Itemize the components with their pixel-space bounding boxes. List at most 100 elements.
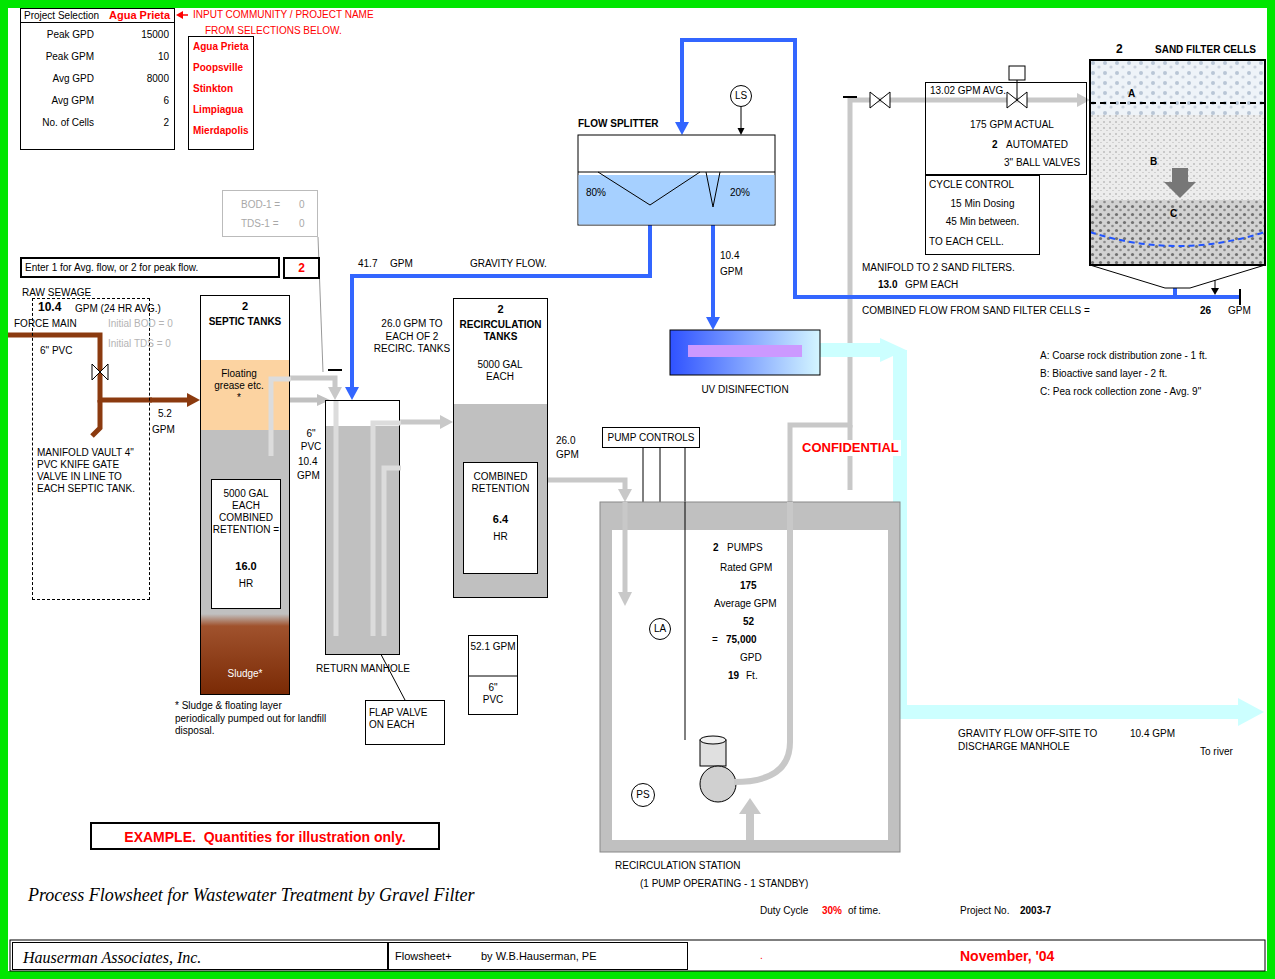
- drawing-part: [578, 135, 775, 225]
- node-text: 15 Min Dosing: [926, 198, 1039, 210]
- drawing-part: [1211, 288, 1219, 295]
- annotation-label: 10.4: [720, 250, 739, 263]
- node-text: 2: [99, 117, 169, 129]
- node-text: 2: [285, 261, 318, 275]
- drawing-part: [598, 172, 700, 205]
- drawing-part: [623, 502, 628, 594]
- company-cell: Hauserman Associates, Inc.: [12, 942, 388, 970]
- node-text: 19: [728, 670, 739, 682]
- node-text: 6: [99, 95, 169, 107]
- drawing-part: [290, 398, 318, 403]
- arrow-head: [737, 128, 744, 135]
- sensor-circle: LA: [649, 618, 671, 640]
- node-text: TO EACH CELL.: [929, 236, 1004, 248]
- pipe-connector: [381, 655, 405, 700]
- drawing-part: [92, 400, 100, 436]
- sand-filter: 2SAND FILTER CELLSABC: [1090, 60, 1265, 265]
- node-text: Sludge*: [201, 668, 289, 680]
- node-text: FLOW SPLITTER: [578, 118, 659, 130]
- node-text: TDS-1 =: [241, 218, 279, 230]
- node-text: 52.1 GPM: [470, 641, 516, 653]
- input-value: 2: [283, 257, 320, 279]
- node-text: HR: [212, 578, 280, 590]
- drawing-part: [1239, 289, 1241, 305]
- annotation-label: of time.: [848, 905, 881, 918]
- node-text: 0: [299, 218, 305, 230]
- annotation-label: To river: [1200, 746, 1233, 759]
- arrow-head: [440, 415, 453, 429]
- node-text: 175: [740, 580, 757, 592]
- pipe-line: [381, 655, 405, 700]
- node-text: RECIRCULATION TANKS: [454, 319, 547, 343]
- annotation-label: 2003-7: [1020, 905, 1051, 918]
- node-text: LA: [650, 623, 670, 635]
- node-text: CYCLE CONTROL: [929, 179, 1014, 191]
- annotation-label: GPM: [390, 258, 413, 271]
- node-text: 2: [1116, 42, 1123, 56]
- drawing-part: [326, 401, 399, 654]
- annotation-label: 6" PVC: [40, 345, 72, 358]
- pipe-line: [790, 100, 1080, 502]
- node-text: PUMP CONTROLS: [603, 432, 699, 444]
- drawing-part: [739, 798, 761, 814]
- annotation-label: GPM EACH: [905, 279, 958, 292]
- node-text: 5000 GAL EACH COMBINED RETENTION =: [212, 488, 280, 536]
- author-cell: Flowsheet+by W.B.Hauserman, PE: [388, 942, 688, 970]
- drawing-part: [688, 345, 802, 357]
- drawing-part: [1009, 66, 1025, 80]
- drawing-part: [1090, 200, 1265, 265]
- annotation-label: B: Bioactive sand layer - 2 ft.: [1040, 368, 1167, 381]
- drawing-part: [1090, 60, 1265, 265]
- node-text: Limpiagua: [193, 104, 243, 116]
- node-text: Flowsheet+: [395, 950, 452, 963]
- drawing-part: [271, 379, 291, 456]
- input-prompt: Enter 1 for Avg. flow, or 2 for peak flo…: [20, 257, 280, 278]
- drawing-part: [1090, 115, 1265, 200]
- drawing-part: [746, 814, 754, 840]
- node-text: HR: [464, 531, 537, 543]
- drawing-part: [1090, 60, 1265, 265]
- project-table: Peak GPD15000Peak GPM10Avg GPD8000Avg GP…: [20, 22, 175, 150]
- pipe-line: [290, 378, 335, 390]
- annotation-label: GPM: [556, 449, 579, 462]
- node-text: Agua Prieta: [109, 9, 170, 22]
- drawing-part: [706, 172, 720, 207]
- pipe-line: [150, 398, 190, 403]
- node-text: Average GPM: [714, 598, 777, 610]
- node-text: LS: [731, 90, 751, 102]
- node-text: 80%: [586, 187, 606, 199]
- node-text: B: [1150, 156, 1157, 168]
- node-text: 45 Min between.: [926, 216, 1039, 228]
- recirculation-station: 2PUMPSRated GPM175Average GPM52=75,000GP…: [600, 502, 900, 852]
- annotation-label: (1 PUMP OPERATING - 1 STANDBY): [640, 878, 808, 891]
- annotation-label: A: Coarse rock distribution zone - 1 ft.: [1040, 350, 1207, 363]
- node-text: RETURN MANHOLE: [313, 663, 413, 675]
- arrow-head: [618, 489, 632, 502]
- node-text: 6" PVC: [478, 682, 508, 706]
- drawing-part: [92, 364, 108, 380]
- annotation-label: GPM (24 HR AVG.): [75, 303, 161, 316]
- drawing-part: [612, 530, 888, 840]
- node-text: 2: [454, 303, 547, 316]
- drawing-part: [670, 330, 820, 375]
- node-text: 13.02 GPM AVG.: [930, 85, 1006, 97]
- drawing-part: [880, 338, 906, 362]
- node-text: 175 GPM ACTUAL: [970, 119, 1054, 131]
- pipe-info-box: 52.1 GPM 6" PVC: [468, 635, 518, 715]
- arrow-head: [187, 393, 200, 407]
- node-text: RECIRCULATION STATION: [615, 860, 741, 872]
- cycle-control-box: CYCLE CONTROL 15 Min Dosing 45 Min between…: [925, 175, 1040, 255]
- quality-box: BOD-1 =0TDS-1 =0: [222, 190, 318, 237]
- annotation-label: Initial TDS = 0: [108, 338, 171, 351]
- node-text: A: [1128, 88, 1135, 100]
- node-text: FLAP VALVE ON EACH: [369, 707, 441, 731]
- pipe-connector: [400, 415, 453, 429]
- annotation-label: Project No.: [960, 905, 1009, 918]
- drawing-part: [579, 175, 775, 225]
- node-text: PUMPS: [727, 542, 763, 554]
- annotation-label: MANIFOLD TO 2 SAND FILTERS.: [862, 262, 1015, 275]
- retention-box: 5000 GAL EACH COMBINED RETENTION =16.0HR: [211, 479, 281, 609]
- annotation-label: C: Pea rock collection zone - Avg. 9": [1040, 386, 1201, 399]
- node-text: Ft.: [746, 670, 758, 682]
- pipe-connector: [345, 225, 650, 400]
